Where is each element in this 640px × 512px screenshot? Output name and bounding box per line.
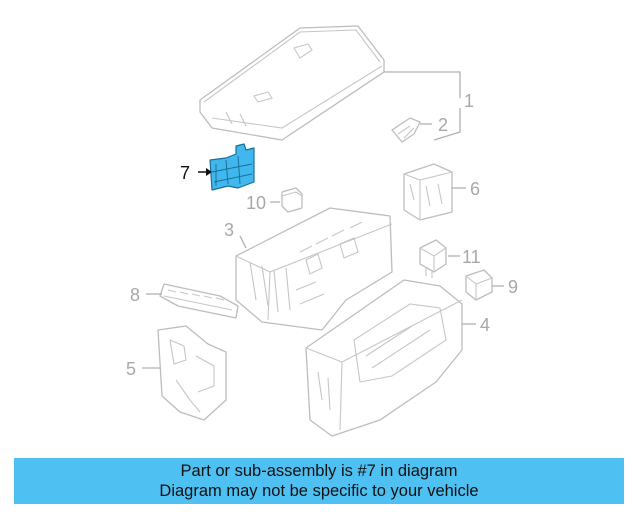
part-10-fuse[interactable] bbox=[281, 187, 303, 213]
callout-2: 2 bbox=[438, 115, 448, 135]
callout-9: 9 bbox=[508, 277, 518, 297]
banner-line-2: Diagram may not be specific to your vehi… bbox=[159, 482, 479, 500]
info-banner: Part or sub-assembly is #7 in diagram Di… bbox=[14, 458, 624, 504]
part-11-relay[interactable] bbox=[419, 239, 447, 278]
callout-8: 8 bbox=[130, 285, 140, 305]
part-7-highlighted-bracket[interactable] bbox=[209, 143, 255, 191]
part-1-fuse-box-cover[interactable] bbox=[199, 25, 385, 141]
parts-diagram: 1 2 3 4 5 6 7 8 9 10 11 bbox=[126, 25, 518, 437]
part-8-fuse-strip[interactable] bbox=[159, 283, 239, 319]
callout-3: 3 bbox=[224, 220, 234, 240]
callout-1: 1 bbox=[464, 91, 474, 111]
part-6-relay-block[interactable] bbox=[403, 163, 453, 221]
callout-labels: 1 2 3 4 5 6 7 8 9 10 11 bbox=[126, 91, 518, 379]
callout-4: 4 bbox=[480, 315, 490, 335]
banner-line-1: Part or sub-assembly is #7 in diagram bbox=[180, 462, 458, 480]
part-3-fuse-box-body[interactable] bbox=[235, 207, 393, 331]
callout-5: 5 bbox=[126, 359, 136, 379]
callout-10: 10 bbox=[246, 193, 266, 213]
callout-6: 6 bbox=[470, 179, 480, 199]
callout-7: 7 bbox=[180, 163, 190, 183]
part-2-clip[interactable] bbox=[391, 117, 421, 143]
leader-lines bbox=[142, 71, 504, 369]
callout-11: 11 bbox=[462, 247, 481, 267]
part-5-bracket[interactable] bbox=[157, 325, 227, 421]
part-9-relay[interactable] bbox=[465, 269, 493, 301]
part-4-lower-housing[interactable] bbox=[305, 279, 463, 437]
